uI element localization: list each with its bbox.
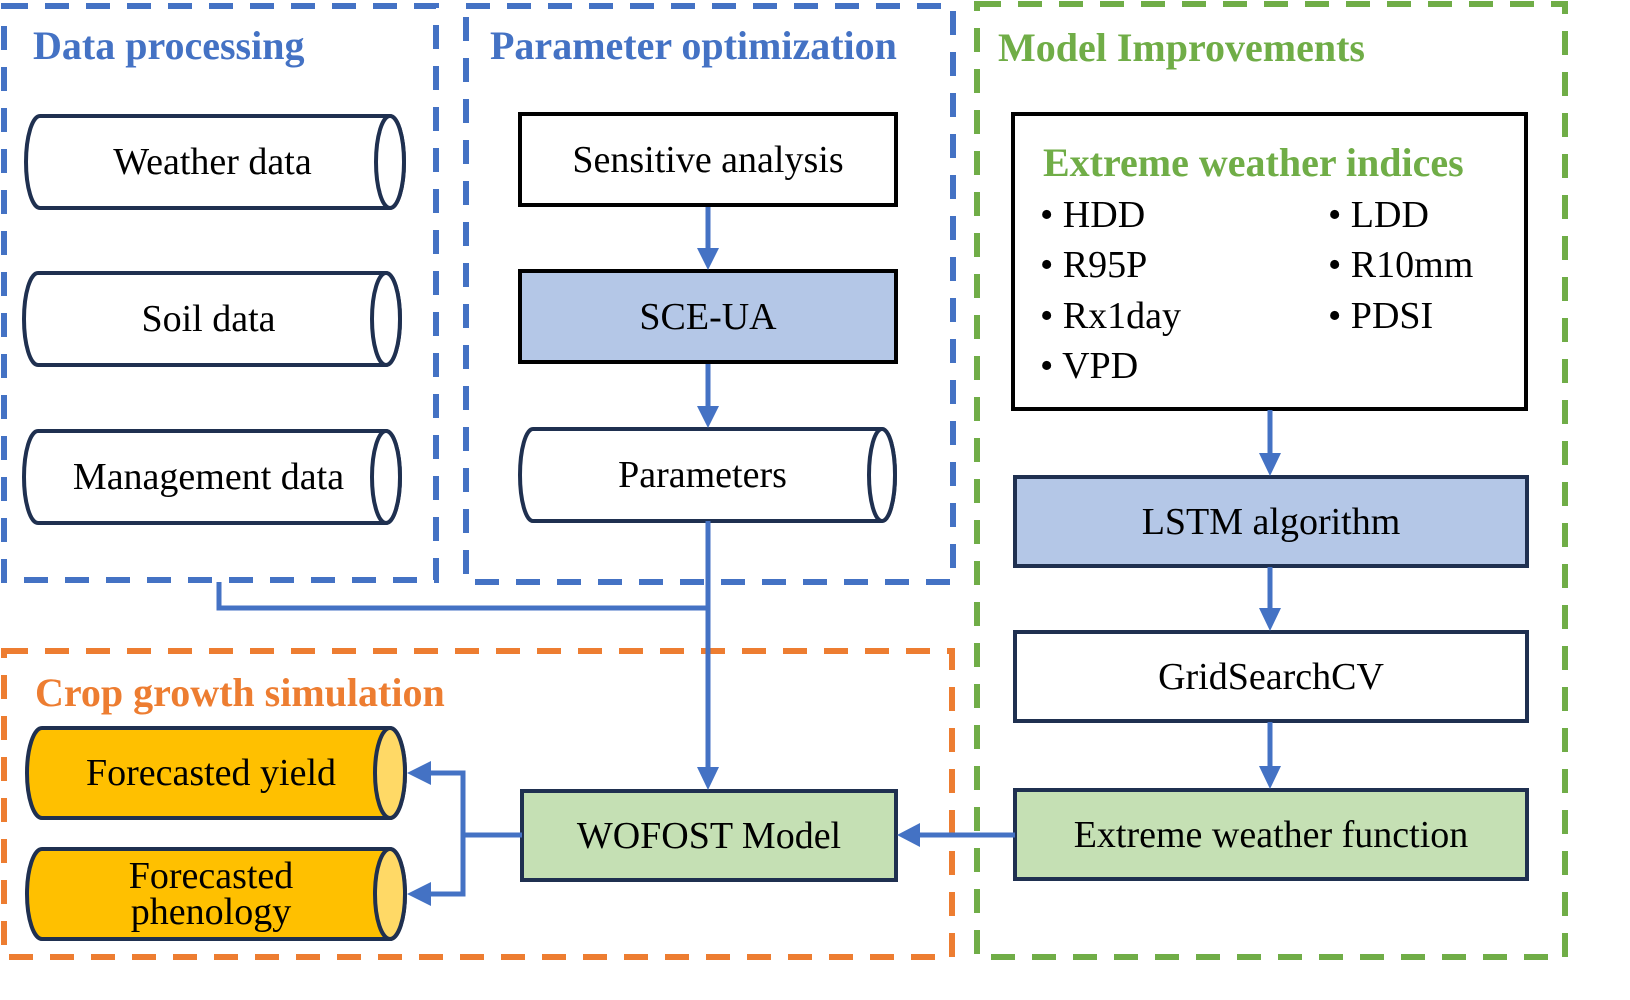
arrowhead-lstm: [1259, 453, 1281, 476]
label-parameters: Parameters: [618, 454, 787, 496]
connector-data-processing-to-wofost: [216, 582, 710, 611]
connector-output-branch: [430, 770, 466, 897]
label-forecasted-phenology: Forecasted phenology: [36, 849, 386, 939]
box-lstm-algorithm: [1013, 475, 1529, 568]
cylinder-forecasted-yield: [25, 726, 407, 820]
box-extreme-weather-function: [1013, 788, 1529, 881]
section-title-model-improvements: Model Improvements: [998, 25, 1365, 70]
arrowhead-ewf: [1259, 766, 1281, 789]
section-title-parameter-optimization: Parameter optimization: [490, 23, 897, 68]
label-sensitive-analysis: Sensitive analysis: [572, 138, 844, 181]
index-item: • HDD: [1040, 194, 1146, 236]
section-frame-model-improvements: [974, 1, 1568, 960]
cylinder-weather-data: [24, 114, 406, 210]
label-sce-ua: SCE-UA: [639, 295, 777, 338]
section-title-data-processing: Data processing: [33, 23, 305, 68]
arrowhead-sceua: [697, 248, 719, 270]
cylinder-soil-data: [22, 271, 402, 367]
arrowhead-gridsearch: [1259, 608, 1281, 631]
box-extreme-weather-indices: [1011, 112, 1528, 411]
index-item: • PDSI: [1328, 295, 1434, 337]
label-extreme-weather-function: Extreme weather function: [1073, 813, 1469, 856]
index-item: • R95P: [1040, 244, 1148, 286]
cylinder-parameters: [518, 427, 897, 523]
index-item: • LDD: [1328, 194, 1429, 236]
box-sce-ua: [518, 269, 898, 364]
section-title-crop-growth-simulation: Crop growth simulation: [35, 670, 445, 715]
cylinder-forecasted-phenology: [25, 847, 407, 941]
box-wofost-model: [520, 789, 898, 882]
index-item: • R10mm: [1328, 244, 1474, 286]
box-sensitive-analysis: [518, 112, 898, 207]
arrowhead-forecasted-yield: [407, 761, 431, 785]
label-gridsearchcv: GridSearchCV: [1158, 655, 1384, 698]
label-lstm-algorithm: LSTM algorithm: [1141, 500, 1401, 543]
label-forecasted-yield: Forecasted yield: [85, 752, 337, 794]
section-frame-data-processing: [1, 3, 439, 583]
arrowhead-parameters: [697, 406, 719, 428]
cylinder-management-data: [22, 429, 402, 525]
arrowhead-wofost-top: [697, 767, 719, 790]
index-item: • Rx1day: [1040, 295, 1182, 337]
label-soil-data: Soil data: [141, 298, 276, 340]
section-frame-crop-growth: [1, 648, 955, 960]
arrowhead-forecasted-phenology: [407, 882, 431, 906]
box-gridsearchcv: [1013, 630, 1529, 723]
arrowhead-wofost-right: [897, 823, 920, 847]
label-wofost-model: WOFOST Model: [576, 814, 842, 857]
index-item: • VPD: [1040, 345, 1139, 387]
label-weather-data: Weather data: [113, 141, 312, 183]
label-forecasted-phenology-line1: Forecasted: [128, 854, 294, 897]
indices-title: Extreme weather indices: [1043, 140, 1464, 185]
label-management-data: Management data: [72, 456, 345, 498]
label-forecasted-phenology-line2: phenology: [130, 891, 292, 933]
